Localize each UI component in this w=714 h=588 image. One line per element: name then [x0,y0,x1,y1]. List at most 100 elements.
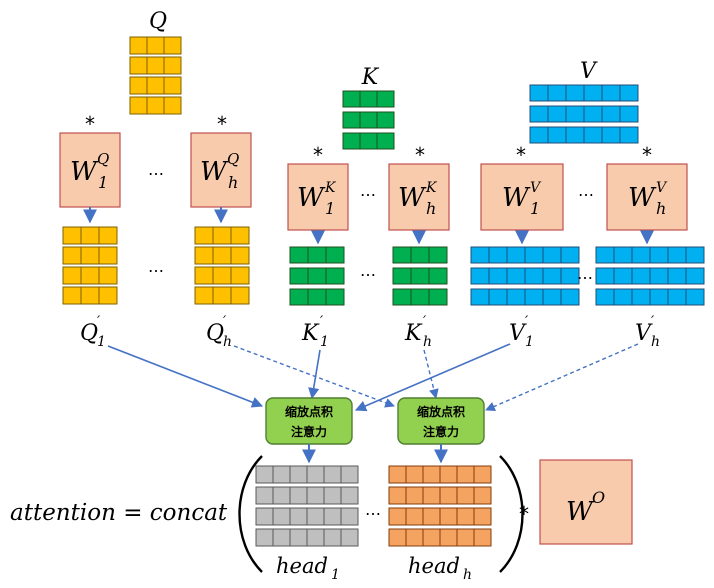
matrix-cell [272,528,291,547]
label-k1-prime: K 1 ′ [301,314,329,350]
svg-text:Q: Q [97,150,109,168]
matrix-cell [212,266,232,285]
matrix-cell [473,507,492,526]
ellipsis: … [578,181,594,200]
matrix-cell [619,84,639,102]
matrix-cell [583,84,603,102]
matrix-cell [488,246,508,264]
svg-text:′: ′ [651,314,655,330]
matrix-cell [565,84,585,102]
matrix-cell [529,126,549,144]
matrix-cell [524,246,544,264]
matrix-cell [289,288,309,306]
svg-text:W: W [398,183,427,213]
v1-prime-matrix [470,246,580,306]
multiply-star: * [516,143,526,167]
matrix-cell [542,288,562,306]
left-parenthesis [238,455,263,573]
matrix-cell [376,132,395,150]
matrix-cell [325,288,345,306]
weight-whv: W h V [606,163,688,231]
qh-prime-matrix [194,226,250,305]
matrix-cell [306,465,325,484]
ellipsis: … [148,160,164,179]
matrix-cell [685,267,705,285]
matrix-cell [388,528,407,547]
matrix-cell [272,465,291,484]
svg-text:h: h [423,334,432,350]
matrix-cell [194,266,214,285]
matrix-cell [98,266,118,285]
matrix-cell [306,507,325,526]
svg-text:W: W [70,157,99,187]
svg-text:1: 1 [525,334,534,350]
svg-text:W: W [297,183,326,213]
matrix-cell [685,246,705,264]
matrix-cell [473,486,492,505]
svg-text:O: O [592,488,605,507]
matrix-cell [146,36,165,55]
matrix-cell [405,507,424,526]
matrix-cell [323,486,342,505]
matrix-cell [547,84,567,102]
matrix-cell [359,111,378,129]
matrix-cell [473,528,492,547]
matrix-cell [631,288,651,306]
matrix-cell [547,105,567,123]
matrix-cell [410,246,430,264]
matrix-cell [667,288,687,306]
matrix-cell [230,226,250,245]
matrix-cell [62,226,82,245]
matrix-cell [340,486,359,505]
weight-wo: W O [539,459,633,545]
matrix-cell [289,267,309,285]
matrix-cell [428,288,448,306]
matrix-cell [613,267,633,285]
matrix-cell [631,267,651,285]
matrix-cell [631,246,651,264]
matrix-cell [649,267,669,285]
svg-text:W: W [502,183,531,213]
svg-text:′: ′ [525,314,529,330]
svg-text:h: h [426,199,436,218]
label-qh-prime: Q h ′ [206,314,232,350]
head1-matrix [255,465,359,547]
matrix-cell [212,246,232,265]
k-label: K [361,65,380,90]
matrix-cell [583,105,603,123]
matrix-cell [410,288,430,306]
svg-text:1: 1 [98,173,108,192]
matrix-cell [230,286,250,305]
matrix-cell [129,56,148,75]
matrix-cell [456,507,475,526]
matrix-cell [376,90,395,108]
matrix-cell [405,528,424,547]
matrix-cell [422,465,441,484]
arrow-vh-to-attention [485,343,639,411]
matrix-cell [62,286,82,305]
matrix-cell [255,465,274,484]
q1-prime-matrix [62,226,118,305]
matrix-cell [98,246,118,265]
multiply-star: * [642,143,652,167]
svg-text:W: W [200,157,229,187]
k-matrix [342,90,395,150]
matrix-cell [488,288,508,306]
matrix-cell [388,507,407,526]
svg-text:′: ′ [97,314,101,330]
matrix-cell [325,267,345,285]
matrix-cell [456,486,475,505]
matrix-cell [62,266,82,285]
matrix-cell [470,288,490,306]
attention-block-1: 缩放点积 注意力 [265,397,353,445]
matrix-cell [323,528,342,547]
matrix-cell [289,486,308,505]
matrix-cell [428,246,448,264]
matrix-cell [272,486,291,505]
svg-text:h: h [463,567,472,583]
label-kh-prime: K h ′ [404,314,432,350]
weight-w1k: W 1 K [287,163,349,231]
q-matrix [129,36,182,115]
matrix-cell [667,246,687,264]
